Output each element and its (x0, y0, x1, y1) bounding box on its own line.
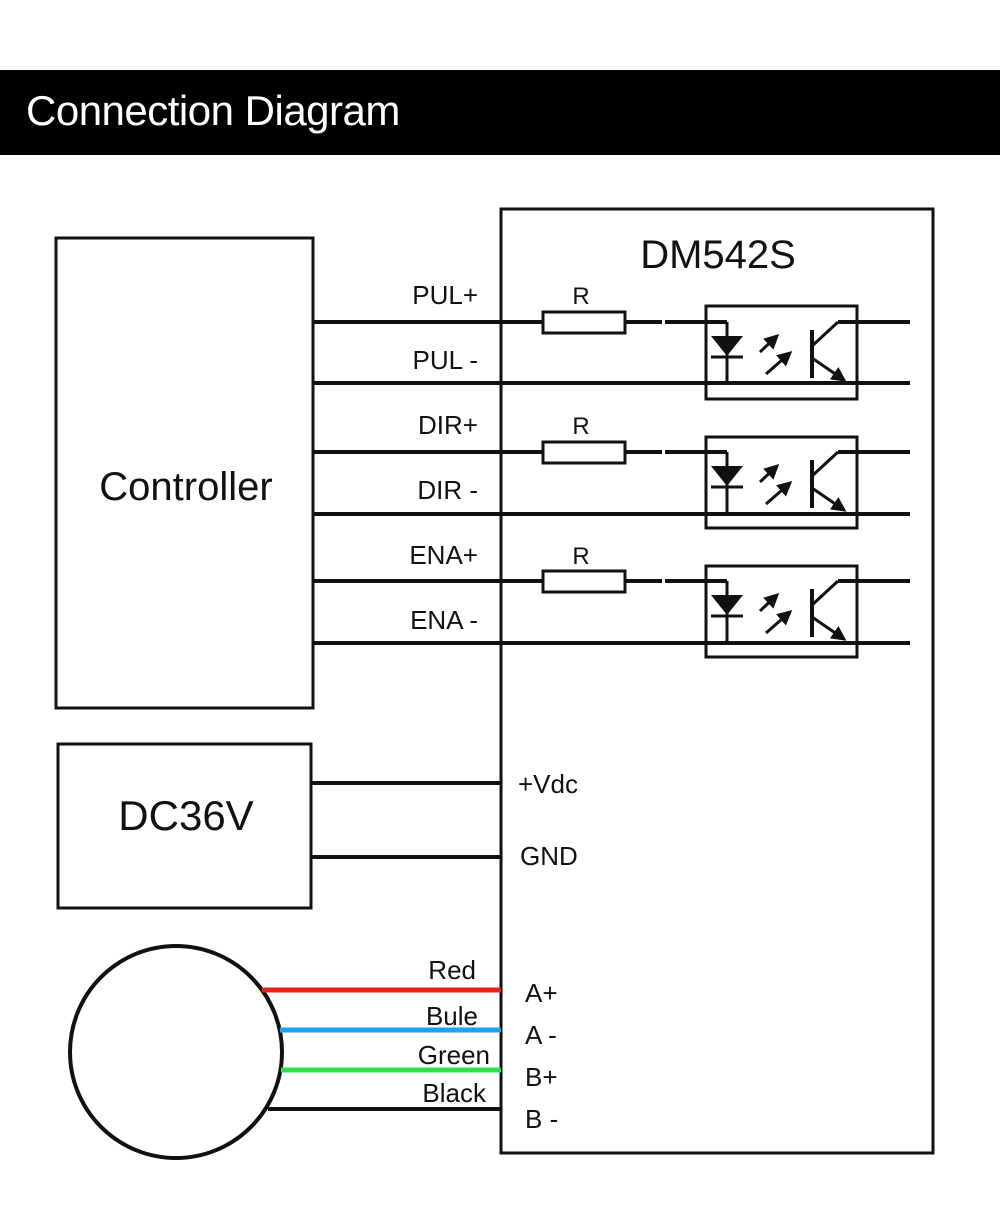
optocoupler-2 (665, 435, 910, 530)
signal-label-dir-minus: DIR - (417, 475, 478, 505)
resistor-3 (541, 569, 627, 594)
signal-label-pul-plus: PUL+ (412, 280, 478, 310)
controller-label: Controller (99, 465, 272, 509)
wire-label-black: Black (422, 1078, 487, 1108)
controller-block: Controller (54, 236, 315, 710)
wire-label-green: Green (418, 1040, 490, 1070)
resistor-2-label: R (572, 413, 589, 440)
optocoupler-3 (665, 564, 910, 659)
wire-label-blue: Bule (426, 1001, 478, 1031)
signal-wires: PUL+ PUL - DIR+ DIR - ENA+ ENA - (313, 280, 910, 645)
driver-box (499, 207, 935, 1155)
pin-label-b-minus: B - (525, 1104, 558, 1134)
signal-label-ena-minus: ENA - (410, 605, 478, 635)
led-icon (711, 595, 743, 615)
driver-block: DM542S (499, 207, 935, 1155)
power-supply-label: DC36V (118, 792, 253, 839)
power-supply-block: DC36V +Vdc GND (56, 742, 578, 910)
led-icon (711, 466, 743, 486)
pin-label-a-minus: A - (525, 1020, 557, 1050)
motor-circle (68, 944, 284, 1160)
pin-label-vdc: +Vdc (518, 769, 578, 799)
resistor-3-label: R (572, 543, 589, 570)
page-title: Connection Diagram (26, 87, 400, 134)
optocoupler-1 (665, 304, 910, 401)
signal-label-dir-plus: DIR+ (418, 410, 478, 440)
power-supply-box (56, 742, 313, 910)
motor-block: Red Bule Green Black A+ A - B+ B - (68, 944, 558, 1160)
wire-label-red: Red (428, 955, 476, 985)
resistor-1 (541, 310, 627, 335)
led-icon (711, 336, 743, 356)
resistor-1-label: R (572, 283, 589, 310)
pin-label-a-plus: A+ (525, 978, 558, 1008)
resistor-2 (541, 440, 627, 465)
resistors: R R R (501, 283, 662, 594)
signal-label-ena-plus: ENA+ (409, 540, 478, 570)
pin-label-gnd: GND (520, 841, 578, 871)
driver-model-label: DM542S (640, 233, 796, 277)
signal-label-pul-minus: PUL - (413, 345, 479, 375)
header-bar (0, 70, 1000, 155)
pin-label-b-plus: B+ (525, 1062, 558, 1092)
controller-box (54, 236, 315, 710)
